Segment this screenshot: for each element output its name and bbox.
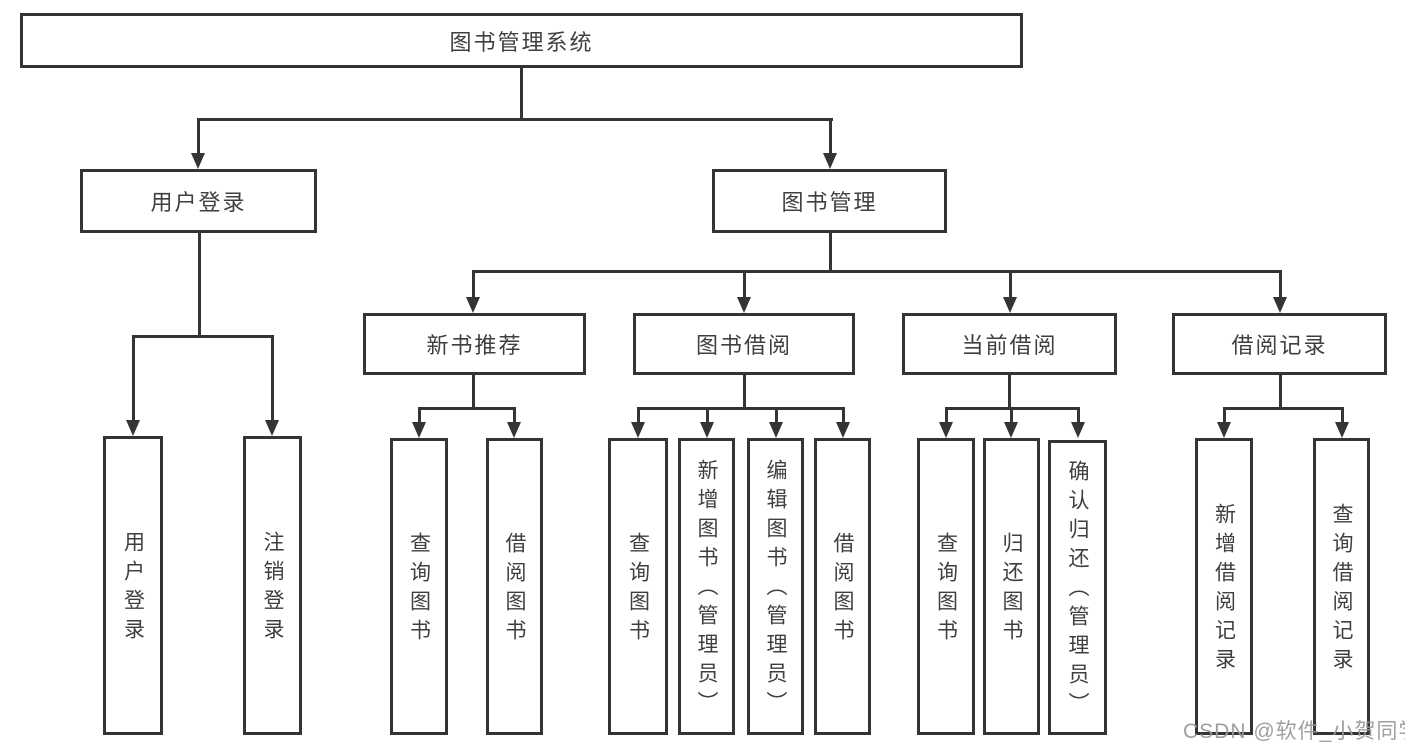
connector-line [1223, 407, 1344, 410]
connector-line [472, 270, 1282, 273]
connector-line [743, 270, 746, 299]
arrowhead-icon [737, 297, 751, 313]
node-borrow-query-books: 查询图书 [608, 438, 668, 735]
connector-line [1008, 375, 1011, 410]
node-logout-leaf: 注销登录 [243, 436, 302, 735]
connector-line [132, 335, 274, 338]
connector-line [1010, 407, 1013, 424]
node-rec-query-books: 查询图书 [390, 438, 448, 735]
connector-line [1009, 270, 1012, 299]
arrowhead-icon [412, 422, 426, 438]
connector-line [132, 335, 135, 422]
node-borrow-borrow-books: 借阅图书 [814, 438, 871, 735]
node-borrow-records: 借阅记录 [1172, 313, 1387, 375]
node-records-query-record: 查询借阅记录 [1313, 438, 1370, 735]
arrowhead-icon [939, 422, 953, 438]
connector-line [1279, 375, 1282, 410]
node-rec-borrow-books: 借阅图书 [486, 438, 543, 735]
node-book-mgmt: 图书管理 [712, 169, 947, 233]
connector-line [197, 118, 200, 155]
arrowhead-icon [631, 422, 645, 438]
arrowhead-icon [265, 420, 279, 436]
watermark: CSDN @软件_小贺同学 [1183, 720, 1405, 743]
connector-line [472, 270, 475, 299]
arrowhead-icon [507, 422, 521, 438]
node-book-borrow: 图书借阅 [633, 313, 855, 375]
arrowhead-icon [836, 422, 850, 438]
arrowhead-icon [1335, 422, 1349, 438]
connector-line [1223, 407, 1226, 424]
node-new-book-rec: 新书推荐 [363, 313, 586, 375]
node-current-confirm-return: 确认归还（管理员） [1048, 440, 1107, 735]
arrowhead-icon [769, 422, 783, 438]
node-current-return-books: 归还图书 [983, 438, 1040, 735]
connector-line [829, 233, 832, 273]
node-borrow-edit-books: 编辑图书（管理员） [747, 438, 804, 735]
connector-line [271, 335, 274, 422]
connector-line [775, 407, 778, 424]
connector-line [1279, 270, 1282, 299]
connector-line [520, 68, 523, 119]
arrowhead-icon [466, 297, 480, 313]
connector-line [706, 407, 709, 424]
arrowhead-icon [823, 153, 837, 169]
connector-line [743, 374, 746, 410]
connector-line [842, 407, 845, 424]
arrowhead-icon [1004, 422, 1018, 438]
arrowhead-icon [126, 420, 140, 436]
node-user-login: 用户登录 [80, 169, 317, 233]
connector-line [1341, 407, 1344, 424]
node-system: 图书管理系统 [20, 13, 1023, 68]
connector-line [829, 118, 832, 155]
node-current-borrow: 当前借阅 [902, 313, 1117, 375]
arrowhead-icon [191, 153, 205, 169]
arrowhead-icon [1217, 422, 1231, 438]
connector-line [418, 407, 516, 410]
connector-line [198, 233, 201, 338]
arrowhead-icon [700, 422, 714, 438]
connector-line [945, 407, 948, 424]
connector-line [472, 375, 475, 410]
arrowhead-icon [1273, 297, 1287, 313]
node-records-add-record: 新增借阅记录 [1195, 438, 1253, 735]
connector-line [418, 407, 421, 424]
arrowhead-icon [1071, 422, 1085, 438]
connector-line [197, 118, 833, 121]
node-current-query-books: 查询图书 [917, 438, 975, 735]
arrowhead-icon [1003, 297, 1017, 313]
node-login-leaf: 用户登录 [103, 436, 163, 735]
connector-line [1077, 407, 1080, 424]
connector-line [513, 407, 516, 424]
connector-line [637, 407, 845, 410]
connector-line [637, 407, 640, 424]
node-borrow-add-books: 新增图书（管理员） [678, 438, 735, 735]
